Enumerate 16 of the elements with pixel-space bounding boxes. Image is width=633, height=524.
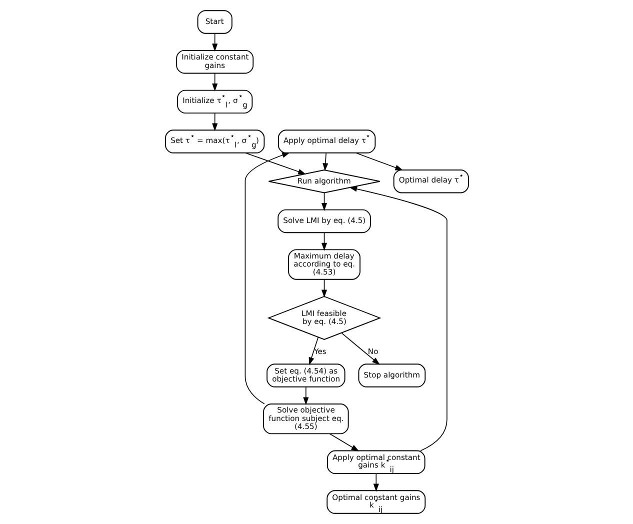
arrow xyxy=(308,336,318,366)
arrow xyxy=(212,73,218,92)
arrow xyxy=(320,279,327,298)
arrow xyxy=(320,232,327,251)
arrow xyxy=(302,386,308,406)
arrow xyxy=(355,152,403,170)
arrow xyxy=(328,433,359,452)
arrow xyxy=(340,332,380,365)
arrow xyxy=(212,33,218,52)
arrow xyxy=(212,112,218,132)
arrow xyxy=(322,152,328,172)
arrow xyxy=(320,192,327,211)
arrow xyxy=(244,152,306,174)
arrow xyxy=(244,152,290,404)
arrow xyxy=(348,186,447,452)
arrow xyxy=(372,473,378,492)
